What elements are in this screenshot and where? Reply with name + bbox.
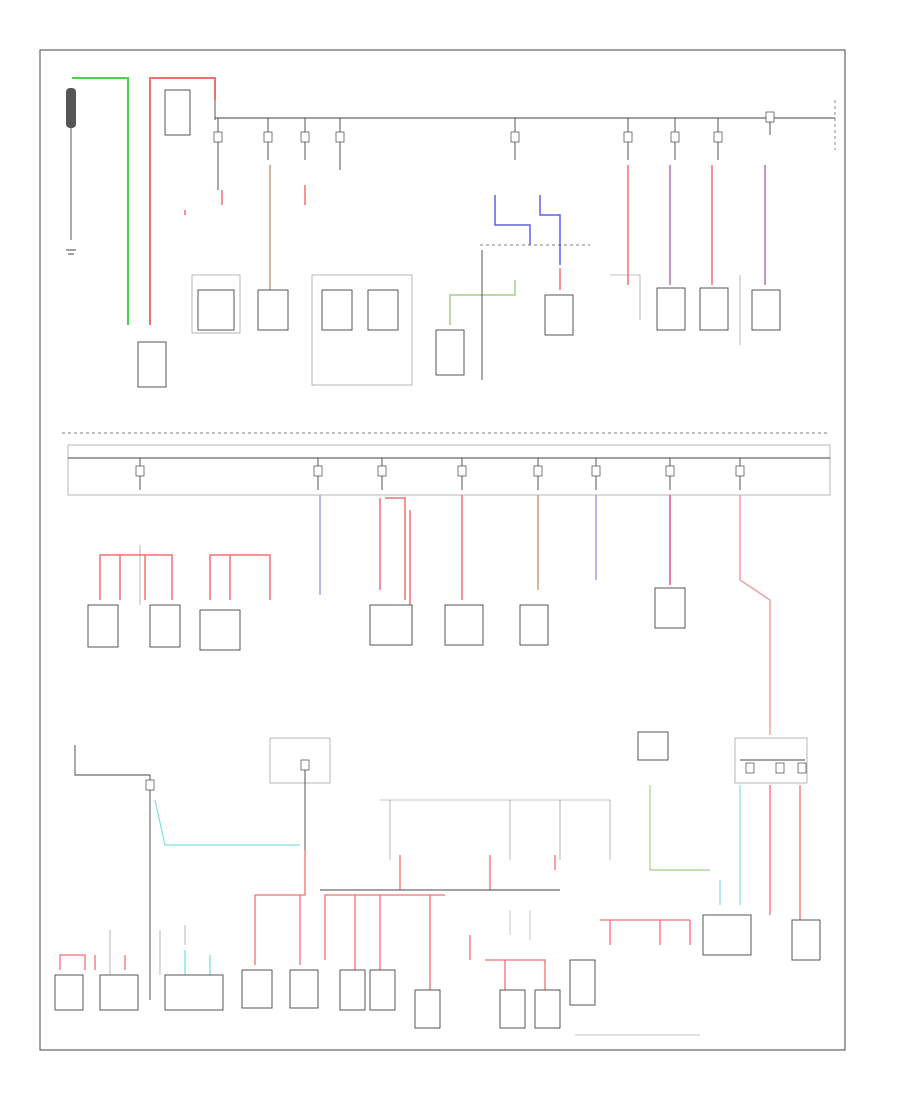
wire-red-battery: [149, 77, 216, 325]
section-bottom: [54, 731, 821, 1036]
section-middle: [67, 444, 831, 735]
section-top: [66, 77, 836, 388]
wire-green-ground: [72, 77, 129, 325]
battery-symbol: [66, 88, 76, 128]
diagram-frame: [39, 49, 846, 1051]
